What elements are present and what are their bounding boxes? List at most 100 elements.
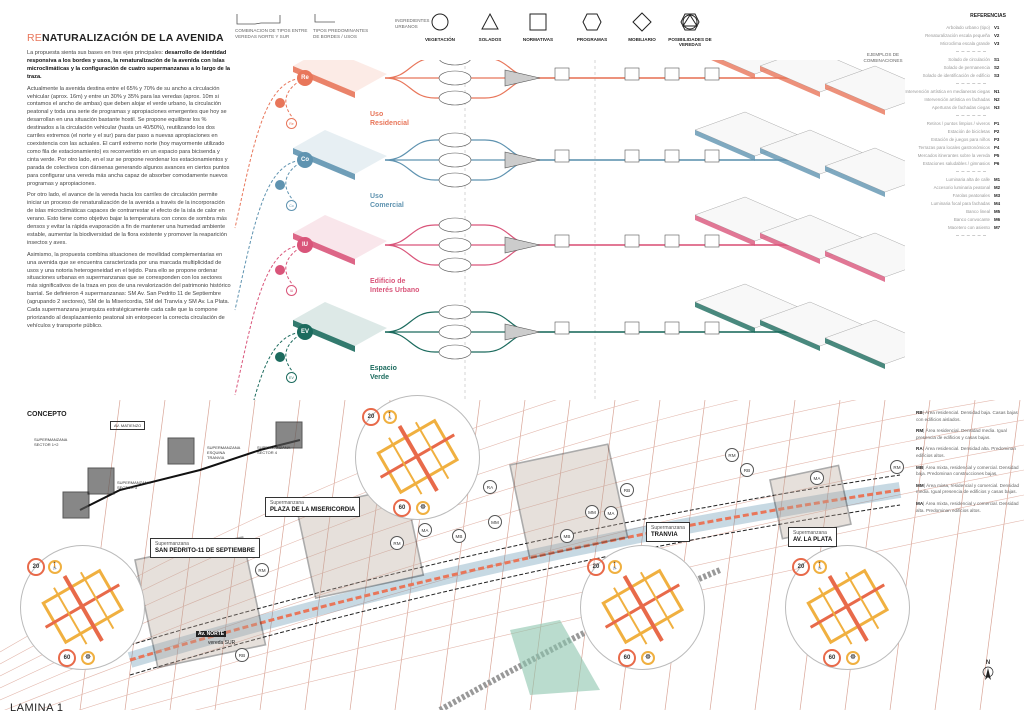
category-node-ev[interactable]: EV	[297, 324, 313, 340]
zone-description: | Área residencial. Densidad baja. Casas…	[916, 410, 1018, 422]
reference-item: Estación de juegos para niños P3	[856, 136, 1006, 144]
avenue-map	[0, 400, 1024, 710]
diamond-icon	[632, 12, 652, 32]
reference-code: M4	[994, 201, 1001, 206]
street-grid-diagram	[41, 568, 125, 645]
category-end-node: Co	[286, 200, 297, 211]
reference-label: Microclima escala grande	[940, 41, 990, 46]
ingredient-label: PROGRAMAS	[576, 37, 608, 42]
pedestrian-icon: 🚶	[608, 560, 622, 574]
bike-icon: ☸	[846, 651, 860, 665]
zone-legend-item: MB| Área mixta, residencial y comercial.…	[916, 465, 1020, 478]
zone-code-ma: MA	[604, 506, 618, 520]
reference-label: Macetero con asiento	[948, 225, 990, 230]
reference-code: N3	[994, 105, 1000, 110]
reference-label: Accesorio luminaria peatonal	[933, 185, 990, 190]
reference-code: P4	[994, 145, 1000, 150]
zone-description: | Área mixta, residencial y comercial. D…	[916, 464, 1019, 477]
zone-code-rm: RM	[390, 536, 404, 550]
zone-code-rb: RB	[235, 648, 249, 662]
intro-text: La propuesta sienta sus bases en tres ej…	[27, 50, 231, 329]
category-label-line: Comercial	[370, 201, 404, 209]
category-label-line: Residencial	[370, 119, 409, 127]
reference-code: P3	[994, 137, 1000, 142]
reference-item: Arbolado urbano (tipo) V1	[856, 24, 1006, 32]
bike-icon: ☸	[416, 501, 430, 515]
reference-label: Aperturas de fachadas ciegas	[931, 105, 990, 110]
street-grid-diagram	[806, 568, 890, 645]
ingredient-combined: POSIBILIDADES DE VEREDAS	[660, 12, 720, 47]
reference-code: M5	[994, 209, 1001, 214]
zone-description: | Área mixta, residencial y comercial. D…	[916, 500, 1019, 513]
pedestrian-icon: 🚶	[383, 410, 397, 424]
reference-item: Macetero con asiento M7	[856, 224, 1006, 232]
zone-legend: RB| Área residencial. Densidad baja. Cas…	[916, 410, 1020, 519]
zone-description: | Área residencial. Densidad alta. Predo…	[916, 446, 1017, 458]
category-end-node: EV	[286, 372, 297, 383]
speed-limit-60: 60	[823, 649, 841, 667]
zone-code: MB	[916, 464, 924, 470]
bike-icon: ☸	[81, 651, 95, 665]
category-label-line: Verde	[370, 373, 390, 381]
reference-code: P2	[994, 129, 1000, 134]
ingredient-label: POSIBILIDADES DE VEREDAS	[668, 37, 712, 47]
category-label-line: Espacio	[370, 365, 397, 372]
reference-label: Intervención artística en medianeras cie…	[905, 89, 990, 94]
reference-label: Estación de juegos para niños	[931, 137, 990, 142]
zone-code-rm: RM	[255, 563, 269, 577]
zone-legend-item: MA| Área mixta, residencial y comercial.…	[916, 501, 1020, 514]
zone-code-ma: MA	[418, 523, 432, 537]
reference-label: Estaciones saludables / gimnasios	[922, 161, 990, 166]
zone-code-ra: RA	[483, 480, 497, 494]
reference-item: Aperturas de fachadas ciegas N3	[856, 104, 1006, 112]
combined-icon	[680, 13, 700, 31]
reference-item: Terrazas para locales gastronómicos P4	[856, 144, 1006, 152]
speed-limit-20: 20	[792, 558, 810, 576]
zone-code-mm: MM	[585, 505, 599, 519]
ingredient-triangle: SOLADOS	[460, 12, 520, 42]
reference-code: M7	[994, 225, 1001, 230]
street-grid-diagram	[601, 568, 685, 645]
category-node-re[interactable]: Re	[297, 70, 313, 86]
zone-code: MA	[916, 500, 924, 506]
zone-code-rm: RM	[725, 448, 739, 462]
reference-label: Intervención artística en fachadas	[924, 97, 990, 102]
header-tipos: TIPOS PREDOMINANTES DE BORDES / USOS	[313, 28, 369, 39]
category-node-co[interactable]: Co	[297, 152, 313, 168]
header-combinacion: COMBINACION DE TIPOS ENTRE VEREDAS NORTE…	[235, 28, 308, 39]
reference-label: Solado de permanencia	[943, 65, 990, 70]
reference-code: P6	[994, 161, 1000, 166]
ingredient-label: VEGETACIÓN	[424, 37, 456, 42]
category-label-line: Edificio de	[370, 278, 406, 285]
north-arrow: N	[978, 660, 998, 691]
reference-label: Banco convocante	[953, 217, 990, 222]
speed-limit-20: 20	[362, 408, 380, 426]
reference-code: V1	[994, 25, 1000, 30]
reference-code: S3	[994, 73, 1000, 78]
zone-code-rb: RB	[740, 463, 754, 477]
square-icon	[529, 13, 547, 31]
reference-label: Arbolado urbano (tipo)	[946, 25, 990, 30]
category-node-iu[interactable]: IU	[297, 237, 313, 253]
reference-label: Mercados itinerantes sobre la vereda	[917, 153, 990, 158]
speed-limit-20: 20	[587, 558, 605, 576]
zone-description: | Área residencial. Densidad media. Igua…	[916, 428, 1007, 440]
header-line-icons	[236, 14, 335, 25]
zone-code-mm: MM	[488, 515, 502, 529]
reference-label: Terrazas para locales gastronómicos	[918, 145, 990, 150]
zone-code: MM	[916, 482, 924, 488]
